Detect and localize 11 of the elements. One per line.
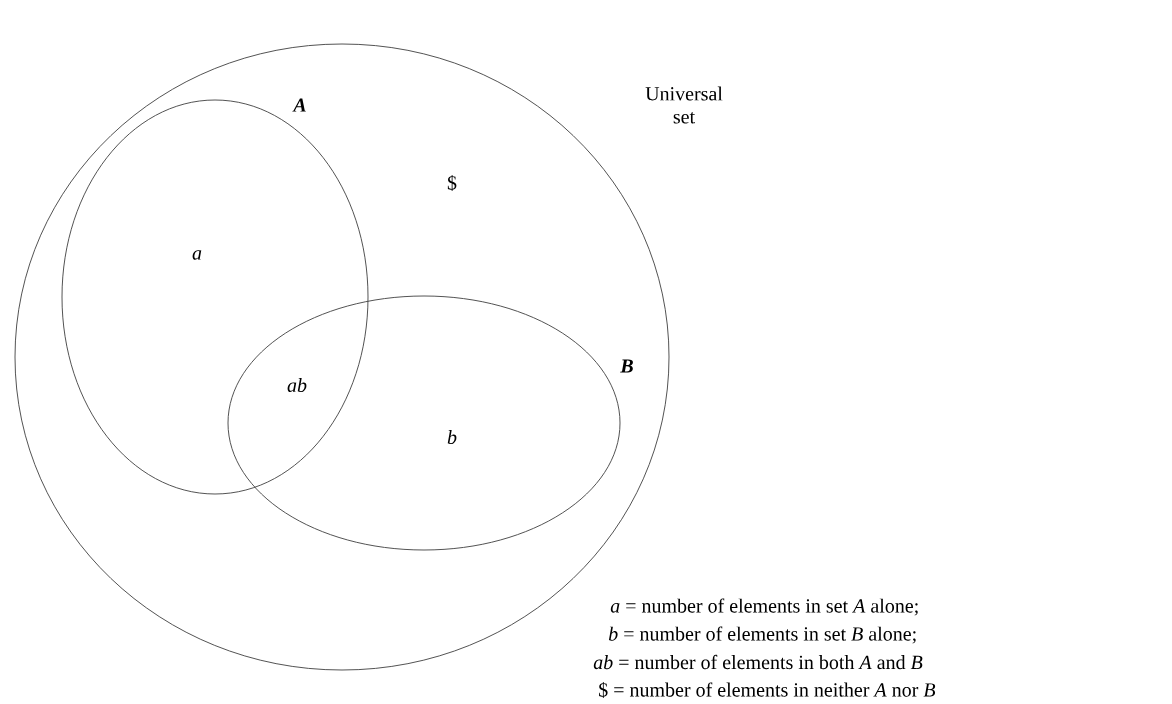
legend-text: ab = number of elements in both A and B xyxy=(593,654,923,670)
legend-text: $ = number of elements in neither A nor B xyxy=(599,682,936,698)
region-label: a xyxy=(192,250,202,260)
set-name: A xyxy=(292,98,306,112)
region-label: ab xyxy=(287,377,307,393)
legend-text: b = number of elements in set B alone; xyxy=(608,626,916,644)
set-name: B xyxy=(620,359,633,373)
region-label: $ xyxy=(447,175,457,191)
region-label: b xyxy=(447,429,457,445)
set-name: Universal set xyxy=(645,86,723,124)
legend-text: a = number of elements in set A alone; xyxy=(610,598,918,616)
